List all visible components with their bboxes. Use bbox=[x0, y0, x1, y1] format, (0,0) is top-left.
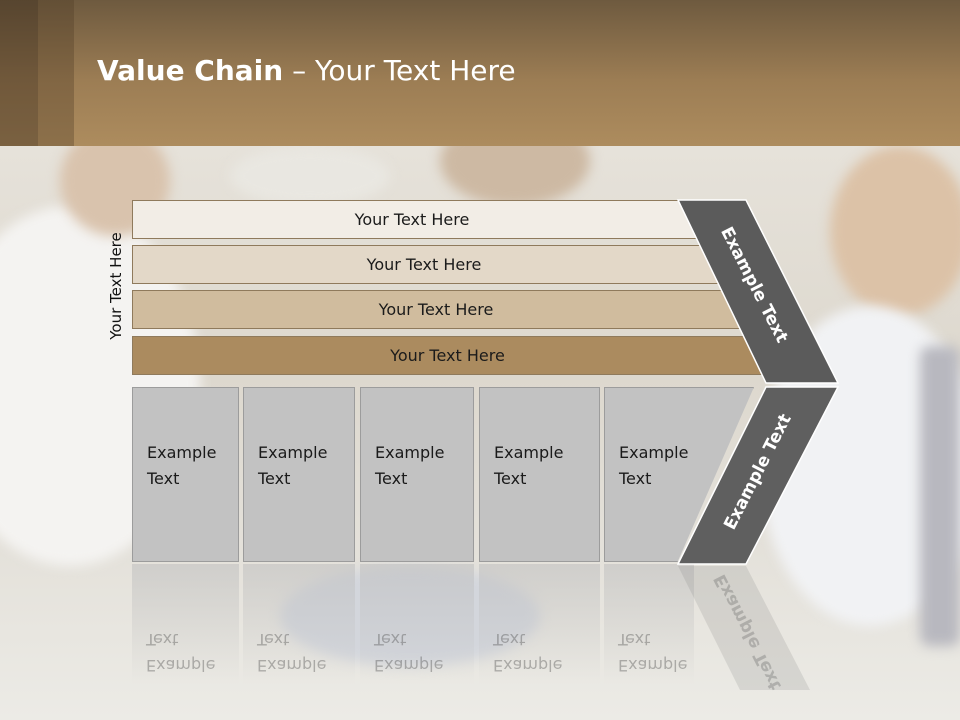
bar-label: Your Text Here bbox=[390, 346, 505, 365]
slide-title-rest: – Your Text Here bbox=[283, 54, 516, 87]
bar-3: Your Text Here bbox=[132, 290, 755, 329]
bar-label: Your Text Here bbox=[378, 300, 494, 319]
bar-label: Your Text Here bbox=[366, 255, 482, 274]
vertical-side-label: Your Text Here bbox=[107, 232, 125, 340]
slide-title: Value Chain – Your Text Here bbox=[97, 54, 516, 87]
header-left-strip bbox=[0, 0, 38, 146]
bar-4: Your Text Here bbox=[132, 336, 778, 375]
bar-2: Your Text Here bbox=[132, 245, 731, 284]
bar-label: Your Text Here bbox=[354, 210, 470, 229]
slide-title-bold: Value Chain bbox=[97, 54, 284, 87]
header-band: Value Chain – Your Text Here bbox=[0, 0, 960, 146]
bar-1: Your Text Here bbox=[132, 200, 707, 239]
header-left-strip-inner bbox=[38, 0, 74, 146]
